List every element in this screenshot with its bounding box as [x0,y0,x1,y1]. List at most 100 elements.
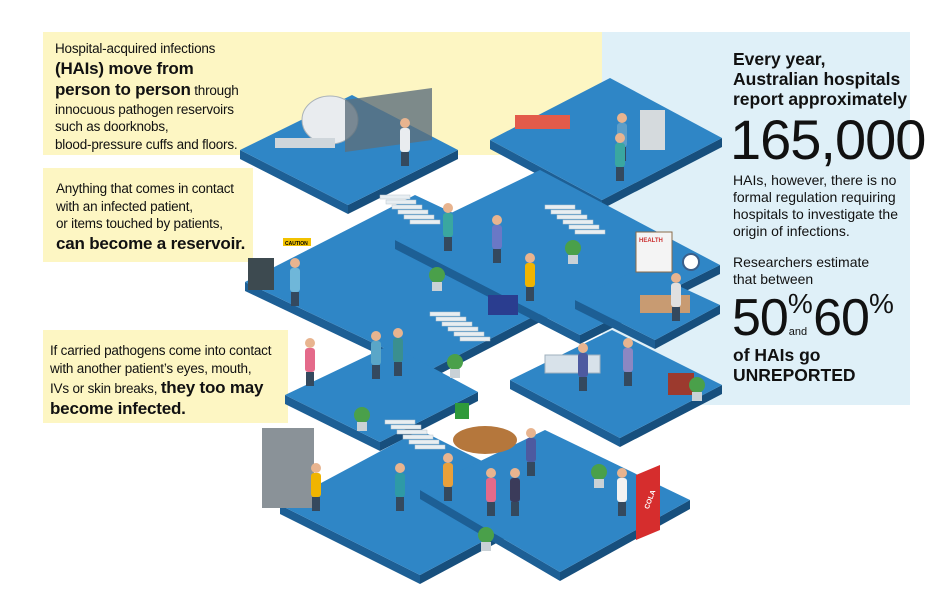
person-body [510,478,520,502]
office-floor-side [655,305,720,349]
floor-cleaner [488,295,518,315]
regulation-line: hospitals to investigate the [733,206,898,222]
walking-floor-side [285,395,380,451]
person-legs [444,487,452,501]
person-head [617,468,627,478]
plant-pot [481,542,491,551]
person-legs [487,502,495,516]
reservoir-line: with an infected patient, [56,198,193,214]
person-legs [401,152,409,166]
stairs [379,194,411,200]
stairs [556,214,588,220]
person-body [395,473,405,497]
corridor-floor-side [395,240,580,344]
person-legs [396,497,404,511]
stairs [403,214,435,220]
person-legs [306,372,314,386]
person-body [671,283,681,307]
plant [689,377,705,393]
person-head [510,468,520,478]
regulation-line: HAIs, however, there is no [733,172,897,188]
stairs [385,199,417,205]
reservoir-text: Anything that comes in contact with an i… [56,180,245,255]
person-body [393,338,403,362]
stairs [568,224,600,230]
person-head [371,331,381,341]
intro-line: innocuous pathogen reservoirs [55,101,234,117]
stat-heading-line: Every year, [733,49,826,69]
plant [591,464,607,480]
monitor-cart [640,110,665,150]
infection-bold: they too may [160,378,264,397]
person-body [371,341,381,365]
low-percent: 50 [732,289,789,347]
person-body [492,225,502,249]
person-head [578,343,588,353]
person-legs [312,497,320,511]
intro-line: Hospital-acquired infections [55,41,216,56]
reception-desk [453,426,517,454]
imaging-floor [245,195,600,370]
person-legs [291,292,299,306]
hai-count: 165,000 [730,108,926,171]
regulation-text: HAIs, however, there is no formal regula… [733,172,898,240]
person-body [290,268,300,292]
caution-sign-text: CAUTION [285,241,308,247]
stairs [397,209,429,215]
stairs [435,316,467,322]
xray-viewer [248,258,274,290]
person-head [393,328,403,338]
person-legs [579,377,587,391]
plant-pot [692,392,702,401]
person-head [525,253,535,263]
intro-line: blood-pressure cuffs and floors. [55,136,238,152]
health-chart-text: HEALTH [639,238,663,244]
intro-text: Hospital-acquired infections (HAIs) move… [55,40,239,153]
high-percent: 60 [813,289,870,347]
intro-line: through [194,82,239,98]
person-legs [493,249,501,263]
stat-heading-line: Australian hospitals [733,69,901,89]
intro-line: such as doorknobs, [55,119,169,134]
stat-heading: Every year, Australian hospitals report … [733,49,907,109]
stairs [409,219,441,225]
surgery-room-floor [490,78,722,200]
plant-pot [568,255,578,264]
surgery-room-floor-side [602,138,722,209]
stat-heading-line: report approximately [733,89,908,109]
person-head [395,463,405,473]
plant-pot [357,422,367,431]
intro-bold: person to person [55,79,191,99]
person-head [305,338,315,348]
person-body [400,128,410,152]
person-head [443,453,453,463]
person-head [671,273,681,283]
plant [565,240,581,256]
person-body [623,348,633,372]
person-head [615,133,625,143]
person-body [615,143,625,167]
regulation-line: origin of infections. [733,223,850,239]
plant [354,407,370,423]
mri-room-floor-side [240,150,348,214]
infection-line: If carried pathogens come into contact [50,343,272,358]
cola-machine [636,465,660,540]
person-head [290,258,300,268]
person-body [311,473,321,497]
person-legs [511,502,519,516]
health-chart [635,231,673,273]
infection-line: IVs or skin breaks, [50,381,158,396]
person-legs [618,502,626,516]
stairs [562,219,594,225]
stairs [391,204,423,210]
stairs [429,311,461,317]
stairs [544,204,576,210]
plant [478,527,494,543]
person-legs [444,237,452,251]
office-floor-side [575,300,655,349]
stairs [408,439,440,445]
stairs [414,444,446,450]
and-label: and [788,326,808,338]
stairs [390,424,422,430]
